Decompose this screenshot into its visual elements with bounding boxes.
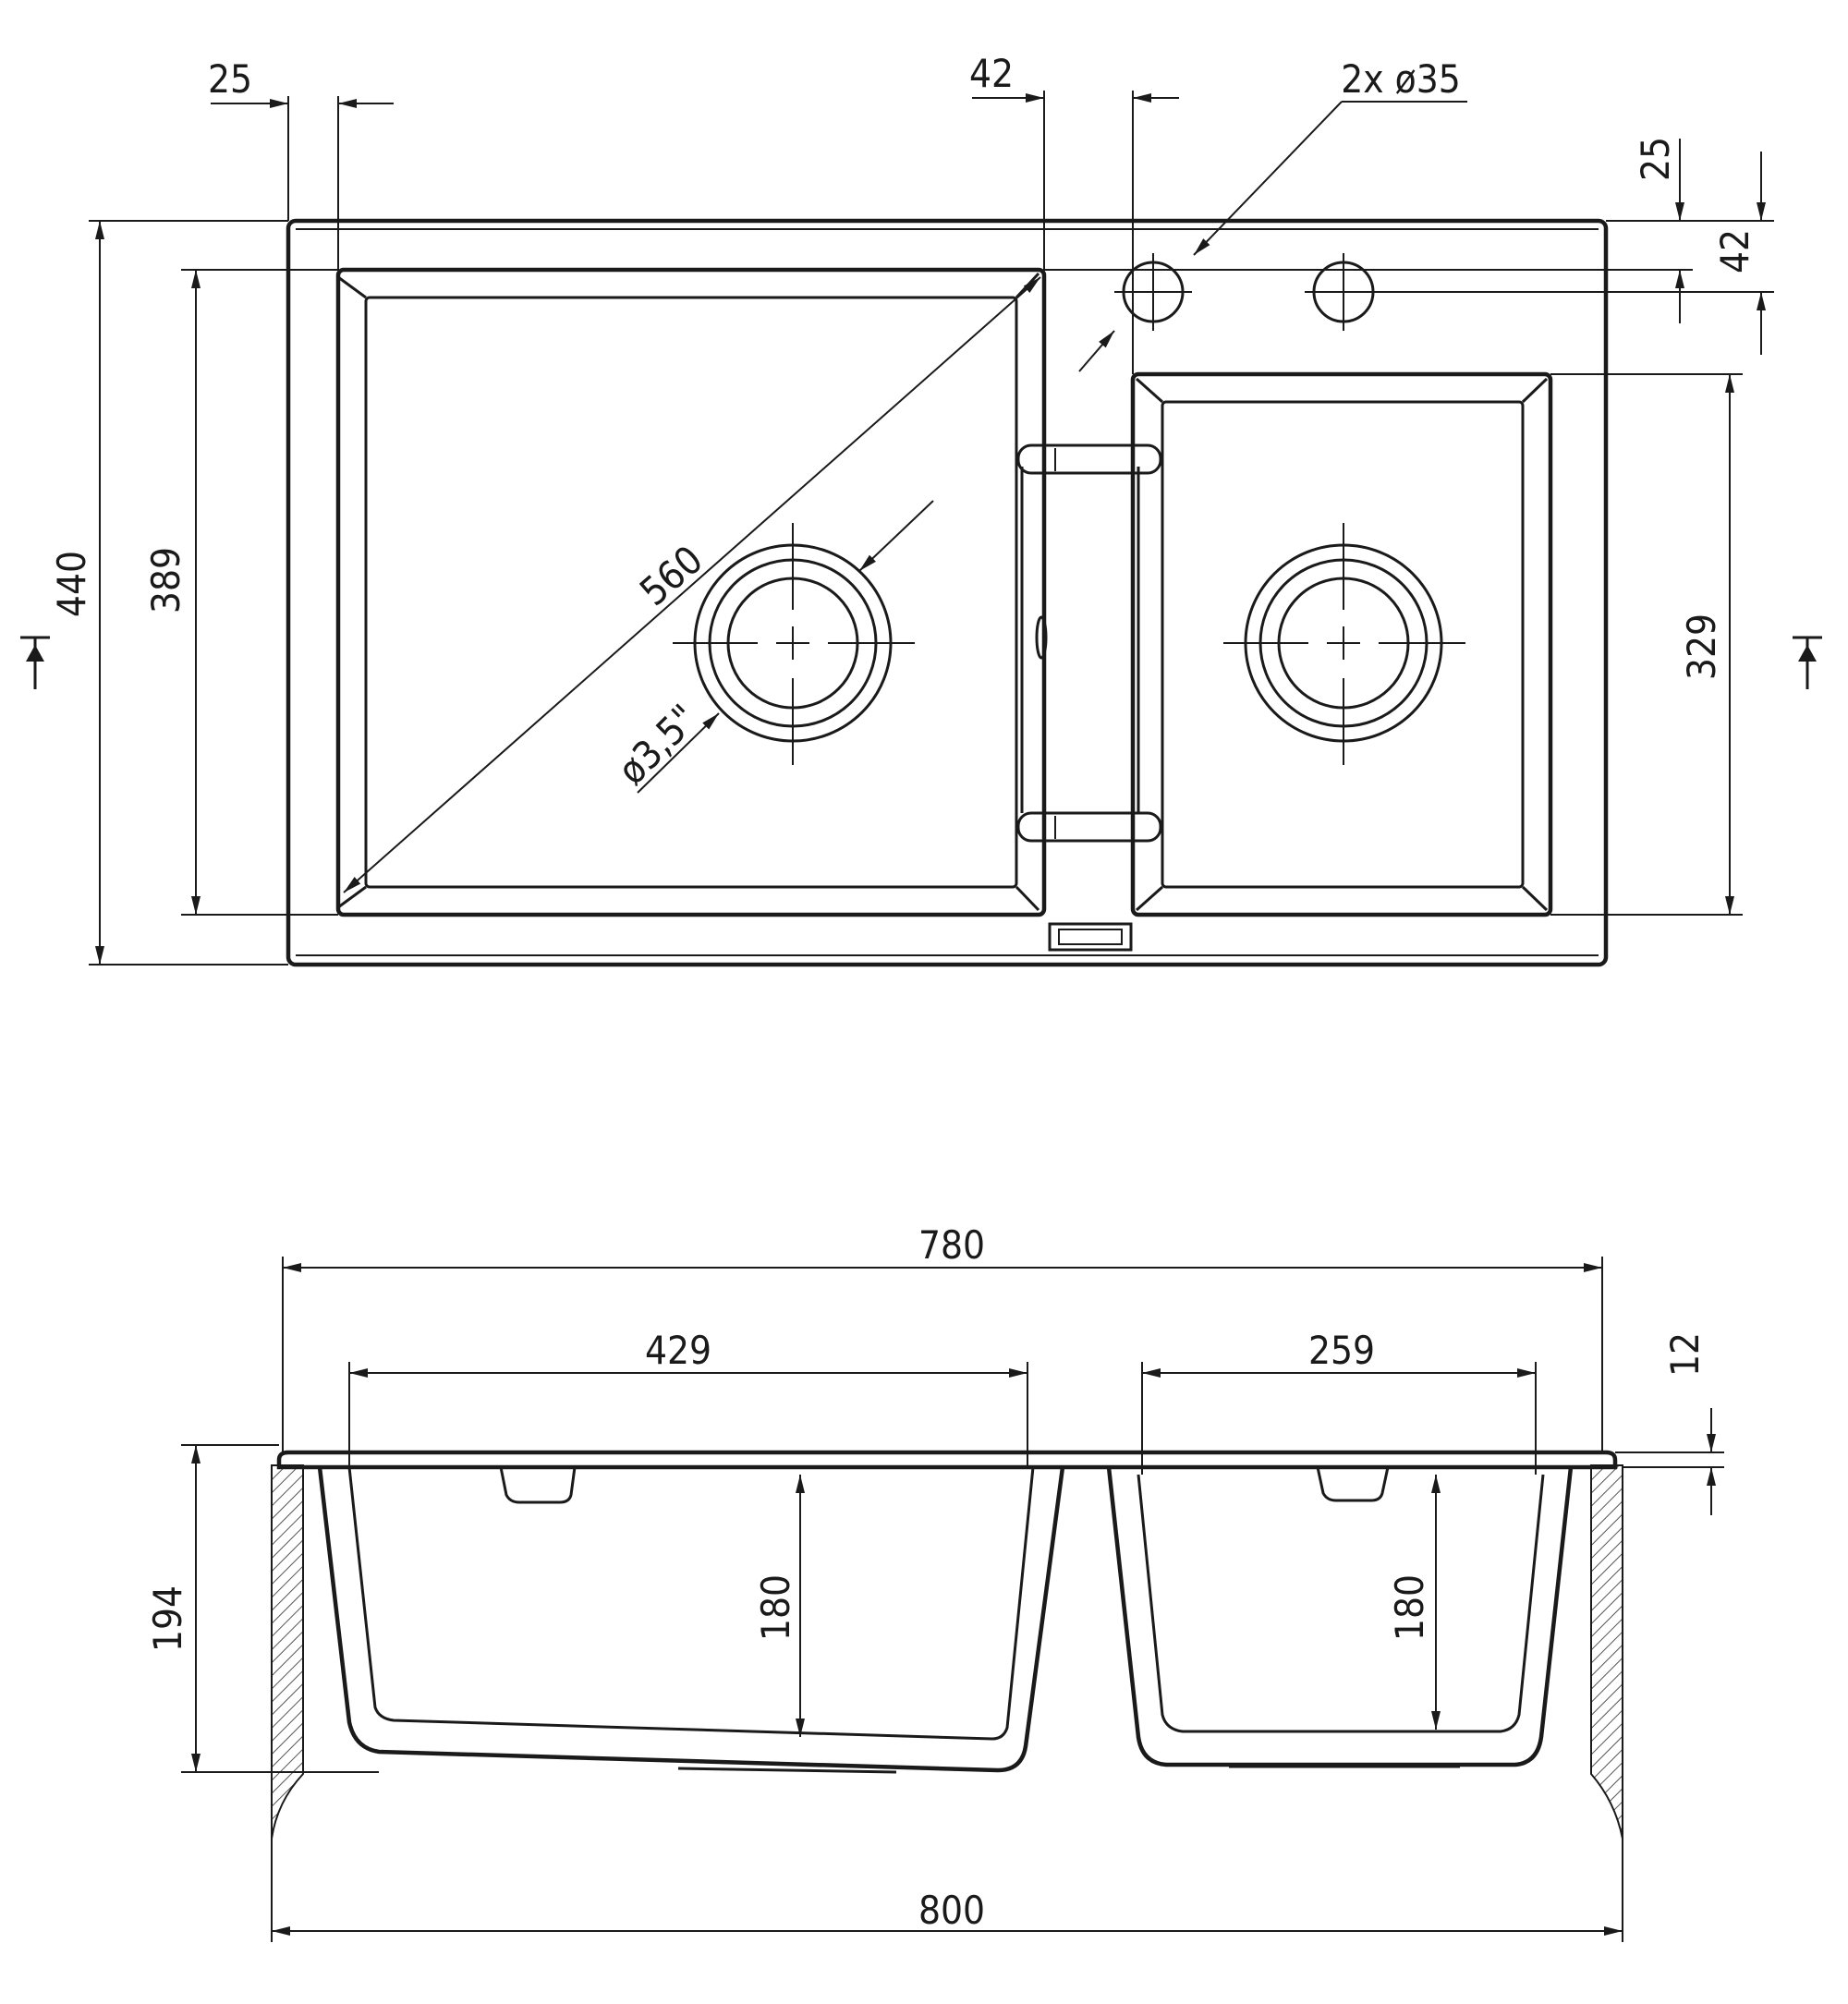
small-bowl <box>1130 371 1553 917</box>
dim-small-bowl-depth: 329 <box>1550 373 1743 916</box>
dim-bowl-depth: 389 <box>143 269 338 916</box>
dim-text-780: 780 <box>918 1222 985 1268</box>
dim-text-180-big: 180 <box>753 1574 798 1641</box>
dim-text-2x-35: 2x ø35 <box>1341 56 1461 102</box>
section-marker-right <box>1793 636 1822 689</box>
dim-total-depth: 440 <box>49 220 288 966</box>
dim-text-42-hole: 42 <box>1712 229 1757 273</box>
dim-margin-top: 25 <box>1044 137 1693 323</box>
countertop-right <box>1590 1464 1623 1840</box>
drain-big-bowl <box>673 523 915 765</box>
dim-text-800: 800 <box>918 1888 985 1933</box>
dim-text-429: 429 <box>645 1328 711 1373</box>
dim-big-bowl-depth: 180 <box>753 1475 805 1737</box>
dim-diagonal: 560 <box>343 276 1041 893</box>
dim-text-560: 560 <box>631 537 711 614</box>
dim-cutout-width: 800 <box>271 1839 1623 1942</box>
section-view: 780 429 259 12 194 <box>145 1222 1724 1942</box>
small-bowl-section <box>1106 1466 1574 1768</box>
dim-big-bowl-width: 429 <box>348 1328 1028 1467</box>
dim-text-194: 194 <box>145 1585 190 1652</box>
dim-small-bowl-width: 259 <box>1141 1328 1537 1475</box>
tap-hole-left <box>1114 253 1192 331</box>
dim-text-329: 329 <box>1679 613 1724 680</box>
drain-small-bowl <box>1223 523 1465 765</box>
big-bowl-section <box>317 1466 1065 1774</box>
overflow-channel <box>1016 443 1162 952</box>
dim-small-bowl-depth: 180 <box>1387 1475 1441 1730</box>
dim-margin-left: 25 <box>208 56 394 270</box>
dim-hole-offset: 42 <box>1373 152 1774 355</box>
countertop-left <box>271 1464 304 1840</box>
dim-text-42-bridge: 42 <box>969 51 1014 96</box>
tap-hole-right <box>1305 253 1382 331</box>
dim-total-height: 194 <box>145 1444 379 1773</box>
sink-outline <box>286 218 1609 967</box>
dim-text-25-top: 25 <box>1633 137 1678 181</box>
sink-rim <box>276 1450 1618 1470</box>
dim-total-width-top: 780 <box>282 1222 1603 1452</box>
top-view: 25 42 2x ø35 25 <box>20 51 1822 967</box>
dim-text-25-left: 25 <box>208 56 252 102</box>
dim-text-389: 389 <box>143 547 188 613</box>
section-marker-left <box>20 636 50 689</box>
dim-text-180-small: 180 <box>1387 1574 1432 1641</box>
dim-text-drain: ø3,5" <box>609 696 707 794</box>
dim-rim-thickness: 12 <box>1615 1332 1724 1515</box>
dim-text-259: 259 <box>1308 1328 1375 1373</box>
dim-text-440: 440 <box>49 551 94 617</box>
dim-text-12: 12 <box>1662 1332 1708 1377</box>
dim-drain: ø3,5" <box>609 500 934 794</box>
dim-bridge: 42 <box>969 51 1179 374</box>
dim-tap-holes: 2x ø35 <box>1078 56 1467 372</box>
